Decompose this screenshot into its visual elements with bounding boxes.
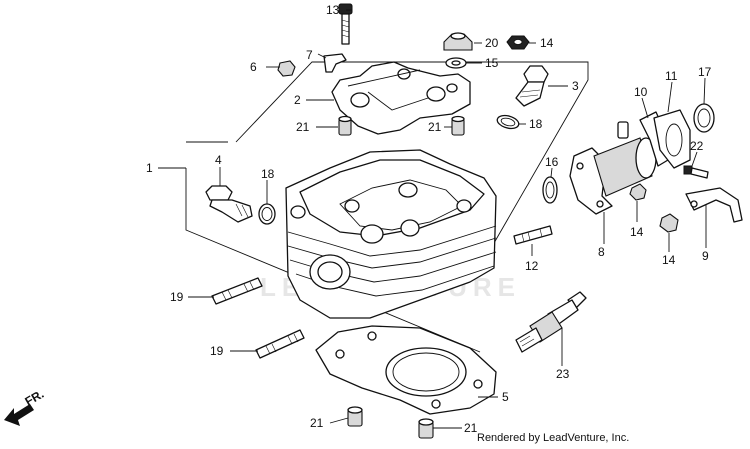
callout-14-top: 14 [540,36,554,50]
callout-15: 15 [485,56,499,70]
adjuster-part-3 [515,65,549,107]
callout-18-left: 18 [261,167,275,181]
dowel-part-21-bottom-left [347,406,363,427]
insulator-part-11 [653,109,691,169]
adjuster-part-4 [205,185,253,223]
callout-21-bottom-right: 21 [464,421,478,435]
nut-part-14-center [629,183,647,201]
o-ring-part-17 [693,103,715,133]
callout-1: 1 [146,161,153,175]
stud-part-12 [513,225,553,245]
callout-19-upper: 19 [170,290,184,304]
nut-part-6 [277,60,296,77]
o-ring-part-18-left [258,203,276,225]
callout-23: 23 [556,367,570,381]
bolt-part-22 [683,165,709,179]
cylinder-head-part-1 [285,149,497,319]
spark-plug-part-23 [515,291,587,353]
gasket-part-16 [542,176,558,204]
dowel-part-21-right [451,115,465,136]
o-ring-part-18-top [496,114,520,130]
cap-nut-part-20 [443,32,473,51]
callout-20: 20 [485,36,499,50]
callout-16: 16 [545,155,559,169]
rendered-by-credit: Rendered by LeadVenture, Inc. [477,432,630,444]
callout-2: 2 [294,93,301,107]
dowel-part-21-left [338,115,352,136]
callout-10: 10 [634,85,648,99]
callout-21-bottom-left: 21 [310,416,324,430]
rocker-holder-part-2 [331,61,471,135]
washer-part-15 [445,57,467,69]
callout-17: 17 [698,65,712,79]
front-arrow-icon [4,404,34,426]
callout-6: 6 [250,60,257,74]
head-gasket-part-5 [315,325,497,415]
callout-14-right: 14 [662,253,676,267]
callout-3: 3 [572,79,579,93]
callout-21-upper-left: 21 [296,120,310,134]
leader-lines [158,9,707,429]
nut-part-14-right [659,213,679,233]
stud-part-19-upper [211,277,263,305]
front-label: FR. [23,387,47,409]
callout-12: 12 [525,259,539,273]
bracket-part-9 [685,187,743,223]
callout-5: 5 [502,390,509,404]
callout-13: 13 [326,3,340,17]
callout-21-upper-right: 21 [428,120,442,134]
callout-4: 4 [215,153,222,167]
callout-14-center: 14 [630,225,644,239]
nut-part-14-top [506,35,530,50]
callout-18-top: 18 [529,117,543,131]
callout-8: 8 [598,245,605,259]
callout-numbers: 13 7 6 2 21 21 20 14 15 3 18 4 18 1 19 1… [146,3,712,435]
callout-11: 11 [665,69,678,83]
callout-22: 22 [690,139,704,153]
dowel-part-21-bottom-right [418,418,434,439]
bolt-part-13 [338,3,353,45]
stud-part-19-lower [255,329,305,359]
callout-7: 7 [306,48,313,62]
front-direction-indicator: FR. [4,387,46,426]
callout-19-lower: 19 [210,344,224,358]
callout-9: 9 [702,249,709,263]
intake-pipe-part-8 [569,121,657,215]
bracket-part-7 [323,53,347,73]
